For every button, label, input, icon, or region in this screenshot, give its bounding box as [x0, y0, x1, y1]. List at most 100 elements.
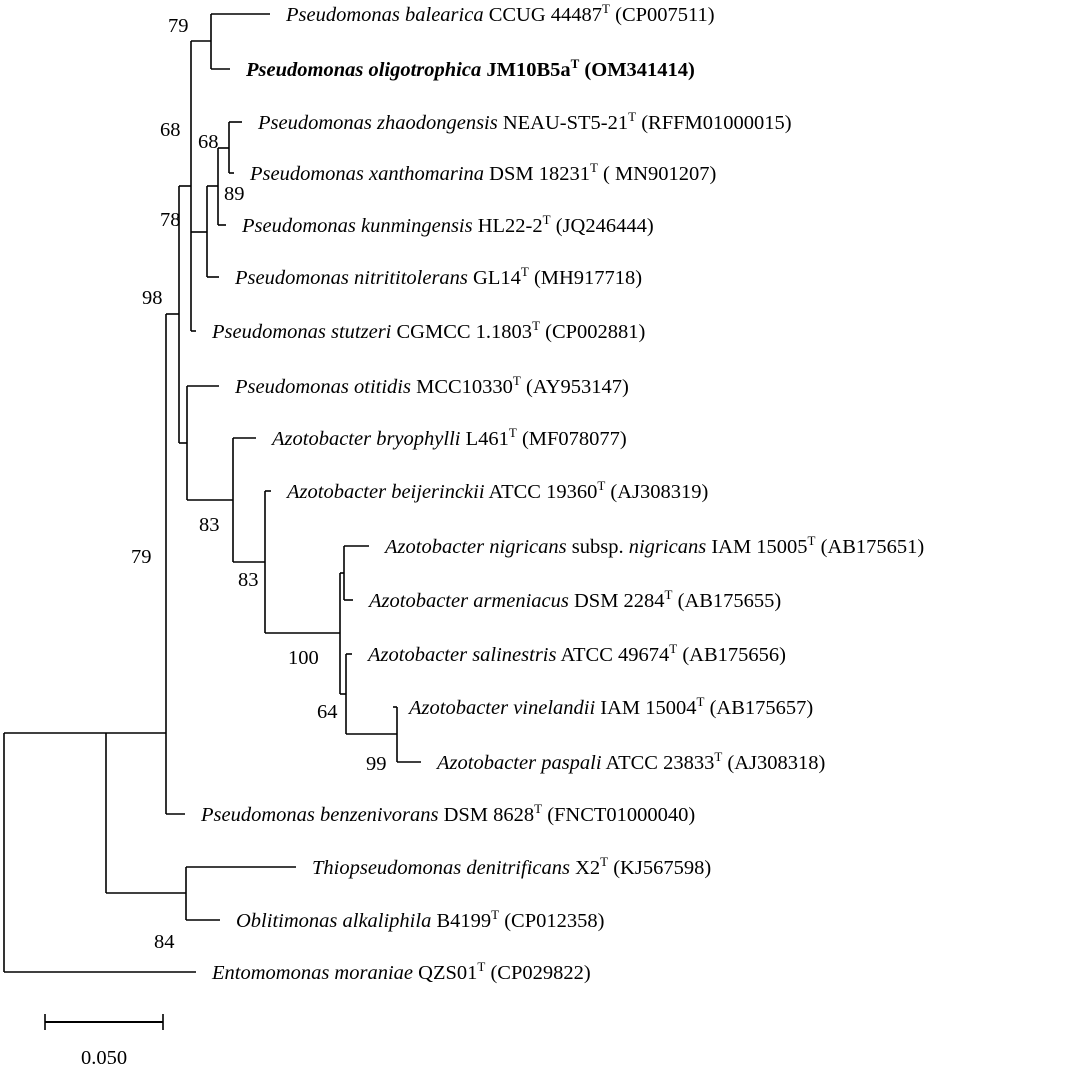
taxon-label: Pseudomonas balearica CCUG 44487T (CP007… [285, 1, 715, 26]
taxon-label: Pseudomonas stutzeri CGMCC 1.1803T (CP00… [211, 318, 645, 343]
taxon-strain: CCUG 44487 [484, 4, 602, 26]
bootstrap-value: 78 [160, 209, 181, 231]
taxon-strain: ATCC 19360 [485, 481, 598, 503]
taxon-accession: (CP012358) [499, 910, 604, 932]
taxon-accession: (CP002881) [540, 321, 645, 343]
bootstrap-value: 83 [238, 569, 259, 591]
taxon-accession: (AB175656) [677, 644, 786, 666]
bootstrap-value: 68 [198, 131, 219, 153]
bootstrap-value: 99 [366, 753, 387, 775]
taxon-strain: IAM 15005 [706, 536, 807, 558]
taxon-accession: (CP029822) [485, 962, 590, 984]
bootstrap-value: 84 [154, 931, 175, 953]
taxon-name: Entomomonas moraniae [211, 962, 413, 984]
taxon-name: Pseudomonas zhaodongensis [257, 112, 498, 134]
type-strain-mark: T [571, 56, 580, 71]
taxon-strain: CGMCC 1.1803 [391, 321, 532, 343]
taxon-strain: IAM 15004 [595, 697, 696, 719]
taxon-strain: JM10B5a [481, 59, 570, 81]
taxon-label: Azotobacter salinestris ATCC 49674T (AB1… [366, 641, 786, 666]
taxon-label: Thiopseudomonas denitrificans X2T (KJ567… [312, 854, 711, 879]
type-strain-mark: T [491, 907, 499, 922]
bootstrap-value: 98 [142, 287, 163, 309]
type-strain-mark: T [597, 478, 605, 493]
taxon-label: Azotobacter vinelandii IAM 15004T (AB175… [407, 694, 813, 719]
type-strain-mark: T [509, 425, 517, 440]
type-strain-mark: T [665, 587, 673, 602]
taxon-name: Pseudomonas nitrititolerans [234, 267, 468, 289]
taxon-name: Oblitimonas alkaliphila [236, 910, 431, 932]
taxon-accession: (AB175651) [816, 536, 925, 558]
type-strain-mark: T [808, 533, 816, 548]
taxon-labels: Pseudomonas balearica CCUG 44487T (CP007… [200, 1, 924, 984]
taxon-name: Pseudomonas benzenivorans [200, 804, 438, 826]
taxon-accession: (AJ308318) [722, 752, 825, 774]
taxon-name: Azotobacter salinestris [366, 644, 557, 666]
type-strain-mark: T [602, 1, 610, 16]
taxon-accession: (RFFM01000015) [636, 112, 791, 134]
type-strain-mark: T [521, 264, 529, 279]
taxon-name: Azotobacter nigricans [383, 536, 567, 558]
taxon-accession: (AJ308319) [605, 481, 708, 503]
taxon-name: Azotobacter vinelandii [407, 697, 595, 719]
type-strain-mark: T [532, 318, 540, 333]
bootstrap-value: 89 [224, 183, 245, 205]
taxon-strain: ATCC 23833 [602, 752, 715, 774]
taxon-accession: (OM341414) [579, 59, 695, 81]
taxon-name: Thiopseudomonas denitrificans [312, 857, 570, 879]
taxon-name: Azotobacter paspali [435, 752, 602, 774]
taxon-strain: X2 [570, 857, 600, 879]
taxon-label: Azotobacter armeniacus DSM 2284T (AB1756… [367, 587, 781, 612]
taxon-subsp-label: subsp. [567, 536, 629, 558]
taxon-label: Azotobacter bryophylli L461T (MF078077) [270, 425, 627, 450]
taxon-strain: HL22-2 [473, 215, 543, 237]
taxon-name: Azotobacter armeniacus [367, 590, 569, 612]
taxon-strain: GL14 [468, 267, 521, 289]
taxon-strain: DSM 8628 [438, 804, 534, 826]
type-strain-mark: T [628, 109, 636, 124]
taxon-accession: (JQ246444) [551, 215, 654, 237]
taxon-name: Azotobacter beijerinckii [285, 481, 485, 503]
type-strain-mark: T [477, 959, 485, 974]
taxon-accession: (AB175657) [704, 697, 813, 719]
taxon-label: Pseudomonas zhaodongensis NEAU-ST5-21T (… [257, 109, 792, 134]
taxon-label: Pseudomonas nitrititolerans GL14T (MH917… [234, 264, 642, 289]
taxon-label: Pseudomonas otitidis MCC10330T (AY953147… [234, 373, 629, 398]
tree-branches [3, 13, 421, 973]
bootstrap-value: 79 [131, 546, 152, 568]
bootstrap-value: 83 [199, 514, 220, 536]
taxon-strain: ATCC 49674 [556, 644, 669, 666]
taxon-name: Pseudomonas balearica [285, 4, 484, 26]
type-strain-mark: T [714, 749, 722, 764]
taxon-name: Pseudomonas stutzeri [211, 321, 392, 343]
taxon-strain: NEAU-ST5-21 [498, 112, 628, 134]
taxon-accession: (MH917718) [529, 267, 642, 289]
scale-bar: 0.050 [44, 1014, 164, 1069]
taxon-accession: (MF078077) [517, 428, 627, 450]
taxon-label: Azotobacter paspali ATCC 23833T (AJ30831… [435, 749, 825, 774]
taxon-label: Oblitimonas alkaliphila B4199T (CP012358… [236, 907, 604, 932]
taxon-label: Azotobacter nigricans subsp. nigricans I… [383, 533, 924, 558]
bootstrap-value: 79 [168, 15, 189, 37]
scale-bar-label: 0.050 [81, 1047, 127, 1069]
type-strain-mark: T [543, 212, 551, 227]
type-strain-mark: T [590, 160, 598, 175]
taxon-accession: (AB175655) [673, 590, 782, 612]
taxon-strain: QZS01 [413, 962, 477, 984]
taxon-label: Pseudomonas oligotrophica JM10B5aT (OM34… [245, 56, 695, 81]
taxon-accession: (KJ567598) [608, 857, 711, 879]
taxon-strain: B4199 [431, 910, 491, 932]
taxon-accession: ( MN901207) [598, 163, 716, 185]
taxon-name: Azotobacter bryophylli [270, 428, 461, 450]
taxon-accession: (AY953147) [521, 376, 629, 398]
taxon-subsp-name: nigricans [629, 536, 706, 558]
type-strain-mark: T [534, 801, 542, 816]
taxon-strain: L461 [460, 428, 508, 450]
taxon-label: Azotobacter beijerinckii ATCC 19360T (AJ… [285, 478, 708, 503]
taxon-label: Pseudomonas xanthomarina DSM 18231T ( MN… [249, 160, 716, 185]
bootstrap-value: 68 [160, 119, 181, 141]
taxon-accession: (FNCT01000040) [542, 804, 695, 826]
taxon-strain: MCC10330 [411, 376, 513, 398]
type-strain-mark: T [513, 373, 521, 388]
